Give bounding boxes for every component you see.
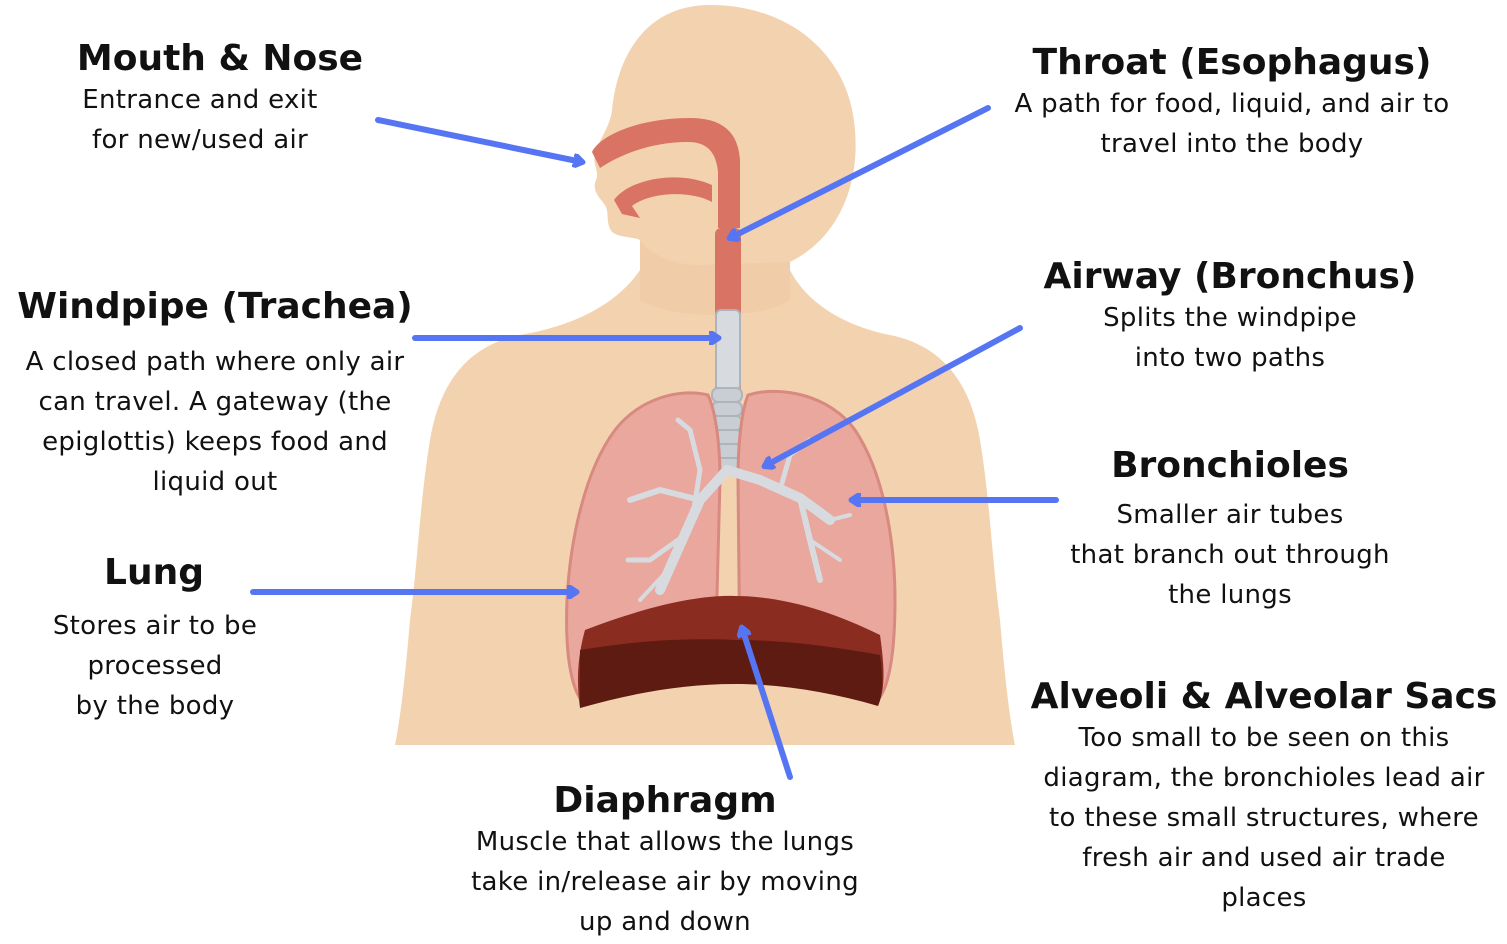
label-title: Lung: [18, 552, 290, 594]
desc-line: that branch out through: [1050, 535, 1410, 575]
label-mouth-nose: Mouth & Nose Entrance and exit for new/u…: [60, 38, 380, 160]
desc-line: can travel. A gateway (the: [5, 382, 425, 422]
desc-line: Splits the windpipe: [1040, 298, 1420, 338]
label-title: Alveoli & Alveolar Sacs: [1022, 676, 1506, 718]
label-description: A path for food, liquid, and air to trav…: [992, 84, 1472, 164]
desc-line: liquid out: [5, 462, 425, 502]
label-diaphragm: Diaphragm Muscle that allows the lungs t…: [445, 780, 885, 942]
label-description: A closed path where only air can travel.…: [5, 342, 425, 502]
desc-line: diagram, the bronchioles lead air: [1022, 758, 1506, 798]
arrow-mouth: [378, 120, 582, 162]
label-description: Splits the windpipe into two paths: [1040, 298, 1420, 378]
label-title: Diaphragm: [445, 780, 885, 822]
desc-line: to these small structures, where: [1022, 798, 1506, 838]
label-airway: Airway (Bronchus) Splits the windpipe in…: [1040, 256, 1420, 378]
desc-line: the lungs: [1050, 575, 1410, 615]
desc-line: Stores air to be: [20, 606, 290, 646]
label-bronchioles: Bronchioles Smaller air tubes that branc…: [1050, 445, 1410, 615]
desc-line: take in/release air by moving: [445, 862, 885, 902]
desc-line: for new/used air: [20, 120, 380, 160]
label-title: Windpipe (Trachea): [5, 286, 425, 328]
label-description: Muscle that allows the lungs take in/rel…: [445, 822, 885, 942]
desc-line: Smaller air tubes: [1050, 495, 1410, 535]
desc-line: travel into the body: [992, 124, 1472, 164]
desc-line: by the body: [20, 686, 290, 726]
desc-line: places: [1022, 878, 1506, 918]
label-description: Smaller air tubes that branch out throug…: [1050, 495, 1410, 615]
desc-line: A path for food, liquid, and air to: [992, 84, 1472, 124]
desc-line: Muscle that allows the lungs: [445, 822, 885, 862]
desc-line: Too small to be seen on this: [1022, 718, 1506, 758]
label-title: Throat (Esophagus): [992, 42, 1472, 84]
desc-line: Entrance and exit: [20, 80, 380, 120]
desc-line: A closed path where only air: [5, 342, 425, 382]
desc-line: epiglottis) keeps food and: [5, 422, 425, 462]
desc-line: up and down: [445, 902, 885, 942]
label-title: Airway (Bronchus): [1040, 256, 1420, 298]
label-title: Mouth & Nose: [60, 38, 380, 80]
desc-line: fresh air and used air trade: [1022, 838, 1506, 878]
label-windpipe: Windpipe (Trachea) A closed path where o…: [5, 286, 425, 502]
label-alveoli: Alveoli & Alveolar Sacs Too small to be …: [1022, 676, 1506, 918]
label-description: Stores air to be processed by the body: [20, 606, 290, 726]
label-description: Entrance and exit for new/used air: [20, 80, 380, 160]
label-lung: Lung Stores air to be processed by the b…: [20, 552, 290, 726]
label-title: Bronchioles: [1050, 445, 1410, 487]
label-description: Too small to be seen on this diagram, th…: [1022, 718, 1506, 918]
label-throat: Throat (Esophagus) A path for food, liqu…: [992, 42, 1472, 164]
desc-line: processed: [20, 646, 290, 686]
desc-line: into two paths: [1040, 338, 1420, 378]
